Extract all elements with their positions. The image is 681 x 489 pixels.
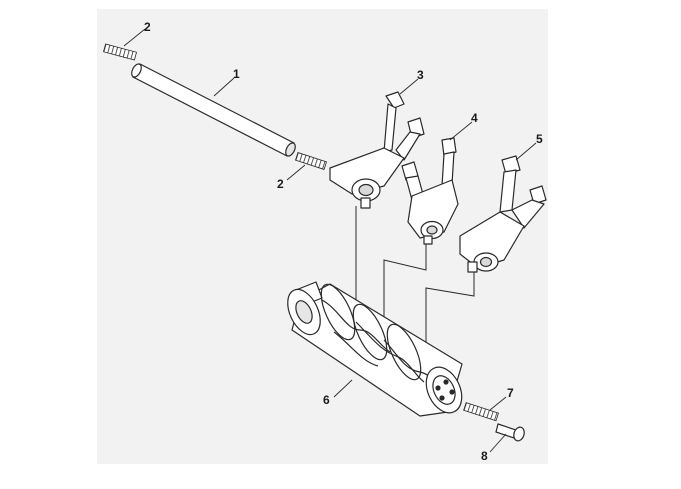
shift-fork-5: [459, 155, 547, 273]
callout-8-bolt: 8: [481, 449, 488, 463]
bolt: [495, 423, 525, 442]
callout-2-upper-spring: 2: [144, 20, 151, 34]
spring-drum-end: [463, 402, 499, 422]
leader-lines: [123, 28, 537, 453]
callout-7-spring: 7: [507, 386, 514, 400]
alignment-lines: [355, 206, 475, 345]
callout-2-shaft-spring: 2: [277, 177, 284, 191]
callout-5-fork: 5: [536, 132, 543, 146]
shift-fork-shaft: [131, 63, 296, 157]
shift-drum: [287, 281, 463, 417]
spring-upper-left: [103, 43, 137, 61]
shift-fork-3: [329, 91, 425, 209]
shift-fork-4: [401, 137, 459, 245]
callout-1-shaft: 1: [233, 67, 240, 81]
callout-6-drum: 6: [323, 393, 330, 407]
callout-4-fork: 4: [471, 111, 478, 125]
spring-shaft-end: [294, 152, 328, 170]
callout-3-fork: 3: [417, 68, 424, 82]
